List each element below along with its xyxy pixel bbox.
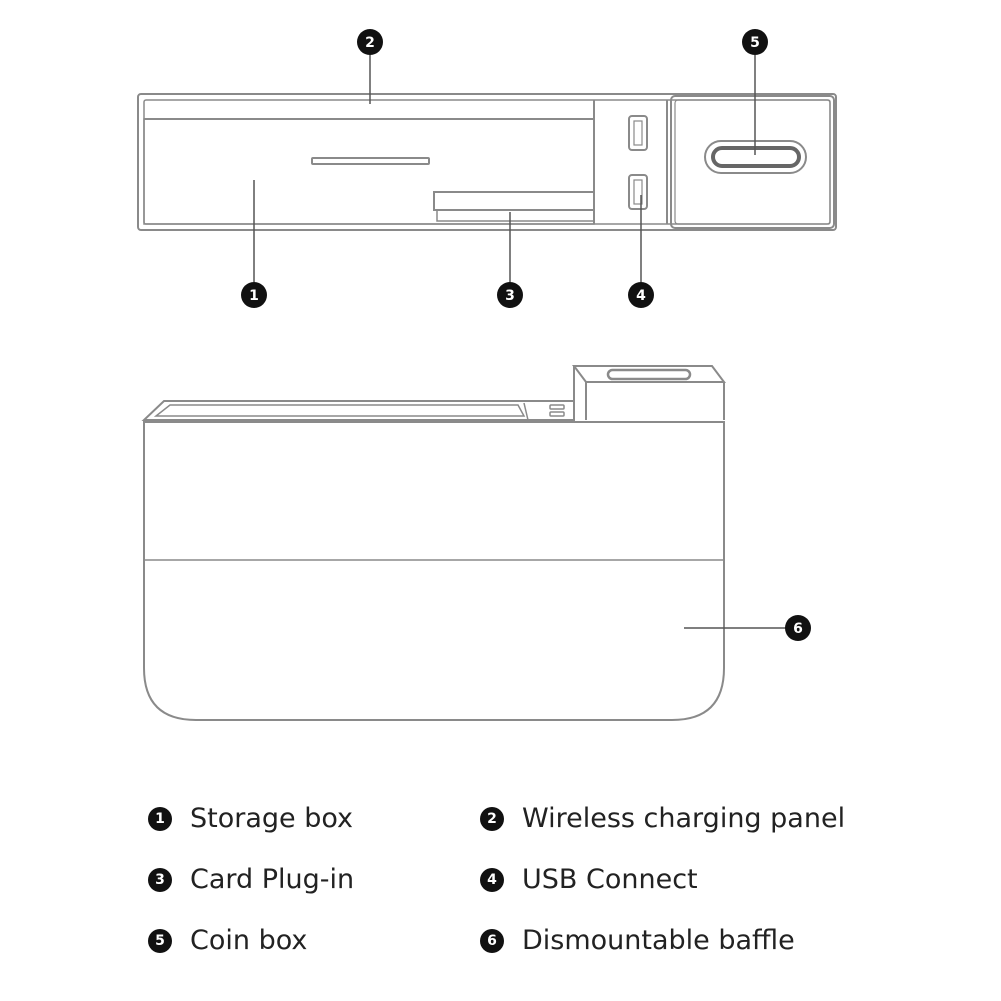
front-view <box>141 365 726 721</box>
top-view-outer-frame <box>137 93 837 231</box>
legend-badge-6: 6 <box>480 928 504 953</box>
top-view-leaders <box>253 55 756 282</box>
legend-badge-4: 4 <box>480 867 504 892</box>
front-usb-upper <box>549 404 565 410</box>
legend-item-6: 6 Dismountable baffle <box>480 925 795 956</box>
body-outline <box>143 421 725 721</box>
badge-3: 3 <box>497 282 523 308</box>
legend-label-coin-box: Coin box <box>190 925 308 956</box>
badge-4: 4 <box>628 282 654 308</box>
legend-item-5: 5 Coin box <box>148 925 307 956</box>
product-diagram: 2 5 1 3 4 6 <box>137 29 837 721</box>
svg-text:2: 2 <box>365 35 375 51</box>
body-top-surface <box>141 400 575 421</box>
badge-5: 5 <box>742 29 768 55</box>
legend-badge-2: 2 <box>480 806 504 831</box>
card-slot-upper <box>433 191 595 211</box>
legend-item-1: 1 Storage box <box>148 803 353 834</box>
card-slot-lower <box>436 209 595 222</box>
coin-tower-slot <box>606 368 692 381</box>
legend-item-2: 2 Wireless charging panel <box>480 803 845 834</box>
svg-text:6: 6 <box>793 621 803 637</box>
legend-label-usb-connect: USB Connect <box>522 864 698 895</box>
storage-slot <box>311 157 430 165</box>
usb-port-lower-inner <box>633 179 643 205</box>
coin-box-frame <box>670 95 835 229</box>
badge-1: 1 <box>241 282 267 308</box>
badge-6: 6 <box>785 615 811 641</box>
legend-label-wireless-charging-panel: Wireless charging panel <box>522 803 846 834</box>
coin-box-inner <box>674 99 831 225</box>
svg-text:1: 1 <box>249 288 259 304</box>
svg-text:4: 4 <box>636 288 646 304</box>
coin-slot-inner <box>711 146 801 168</box>
panel-surface <box>153 404 526 417</box>
legend-label-card-plug-in: Card Plug-in <box>190 864 355 895</box>
legend: 1 Storage box 2 Wireless charging panel … <box>0 790 1001 990</box>
legend-label-dismountable-baffle: Dismountable baffle <box>522 925 795 956</box>
svg-text:3: 3 <box>505 288 515 304</box>
legend-item-3: 3 Card Plug-in <box>148 864 354 895</box>
legend-badge-5: 5 <box>148 928 172 953</box>
legend-badge-1: 1 <box>148 806 172 831</box>
storage-box-region <box>143 118 595 225</box>
legend-item-4: 4 USB Connect <box>480 864 698 895</box>
usb-port-upper-inner <box>633 120 643 146</box>
usb-port-upper <box>628 115 648 151</box>
svg-text:5: 5 <box>750 35 760 51</box>
usb-port-lower <box>628 174 648 210</box>
usb-area-divider <box>523 402 529 421</box>
legend-label-storage-box: Storage box <box>190 803 354 834</box>
top-view <box>137 93 837 231</box>
legend-badge-3: 3 <box>148 867 172 892</box>
front-usb-lower <box>549 411 565 417</box>
badge-2: 2 <box>357 29 383 55</box>
